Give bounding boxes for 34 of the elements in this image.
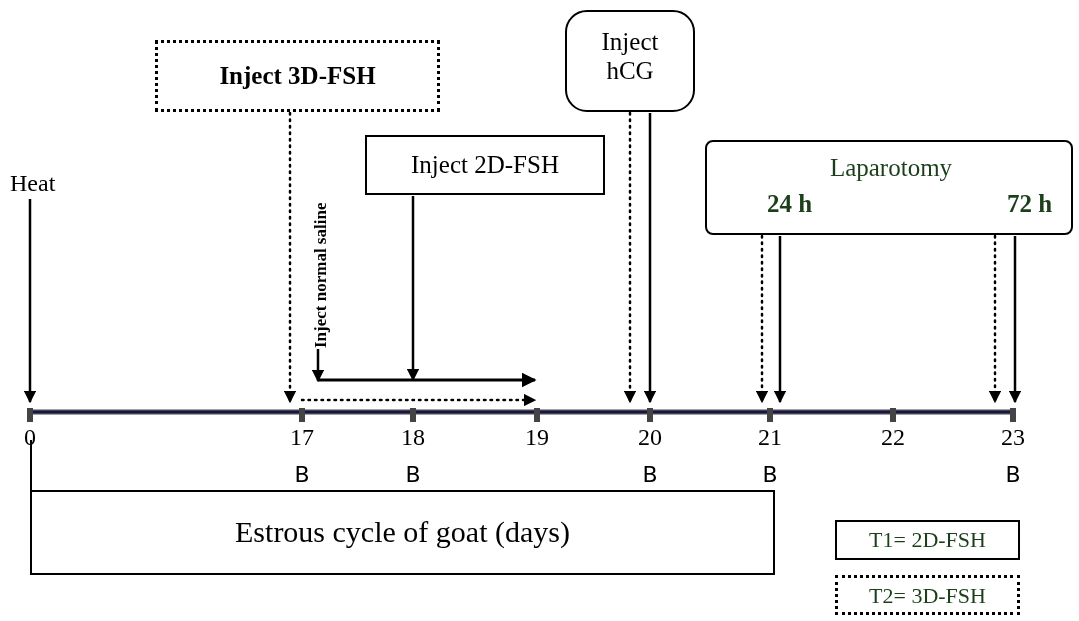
tick-label: 18 <box>400 424 426 451</box>
arrow <box>23 199 37 404</box>
tick-label: 17 <box>289 424 315 451</box>
arrow <box>643 113 657 404</box>
step-box: Inject hCG <box>565 10 695 112</box>
tick-label: 19 <box>524 424 550 451</box>
time-label: 24 h <box>767 190 813 218</box>
step-box <box>705 140 1073 235</box>
arrow <box>311 349 325 383</box>
blood-sample-mark: B <box>1004 462 1022 487</box>
event-label: Inject normal saline <box>309 140 333 348</box>
tick-label: 23 <box>1000 424 1026 451</box>
tick-label: 22 <box>880 424 906 451</box>
blood-sample-mark: B <box>761 462 779 487</box>
time-label: 72 h <box>1007 190 1053 218</box>
event-label: Heat <box>10 168 60 198</box>
arrow <box>755 234 769 404</box>
period-box: Estrous cycle of goat (days) <box>30 490 775 575</box>
arrow <box>406 196 420 382</box>
blood-sample-mark: B <box>404 462 422 487</box>
legend-key: T2= 3D-FSH <box>835 575 1020 615</box>
arrow <box>1008 236 1022 404</box>
tick-label: 21 <box>757 424 783 451</box>
step-title: Laparotomy <box>828 154 954 182</box>
step-box: Inject 2D-FSH <box>365 135 605 195</box>
arrow <box>773 236 787 404</box>
arrow <box>623 111 637 404</box>
step-box: Inject 3D-FSH <box>155 40 440 112</box>
tick-label: 20 <box>637 424 663 451</box>
blood-sample-mark: B <box>641 462 659 487</box>
arrow <box>283 111 297 404</box>
blood-sample-mark: B <box>293 462 311 487</box>
arrow <box>988 234 1002 404</box>
legend-key: T1= 2D-FSH <box>835 520 1020 560</box>
